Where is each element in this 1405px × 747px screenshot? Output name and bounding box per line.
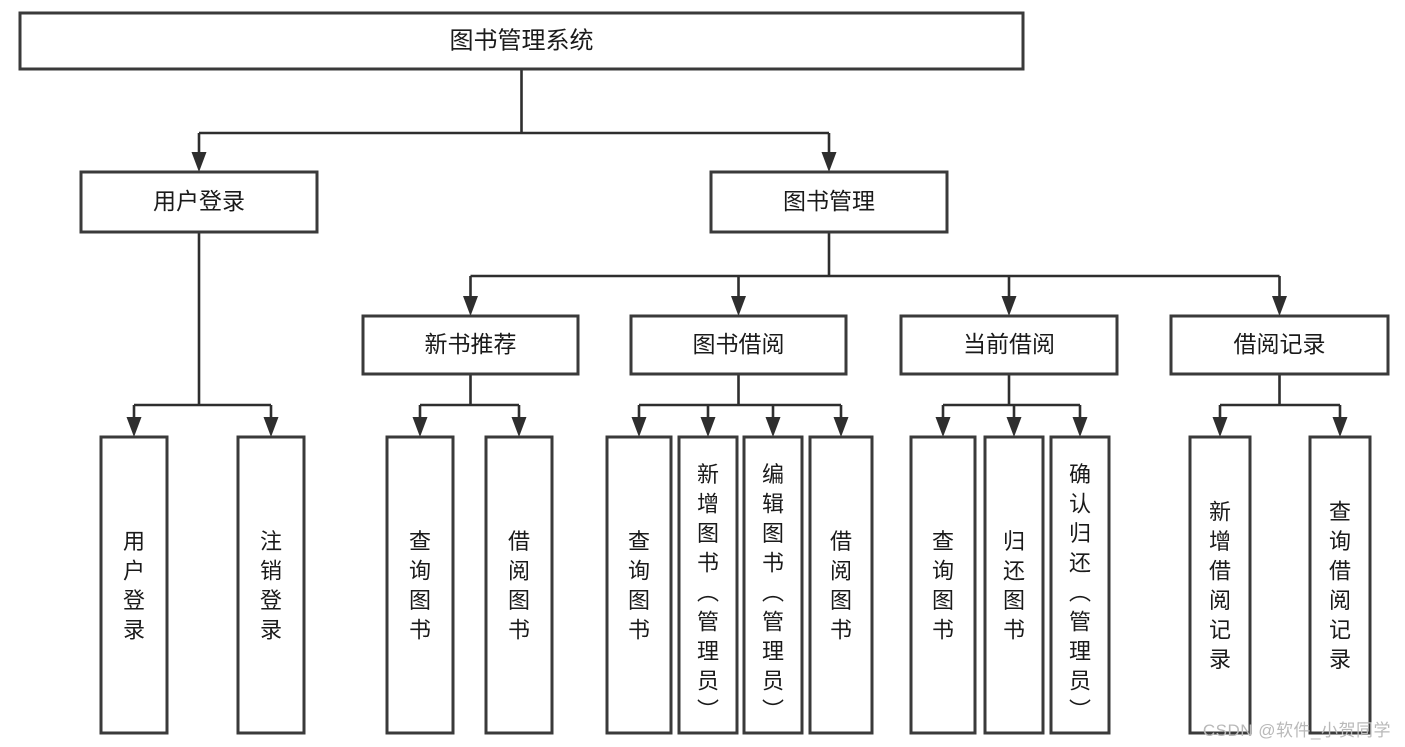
node-box-leaf-return-book[interactable] [983, 435, 1045, 735]
leaf-label-leaf-confirm-return: 确认归还︵管理员︶ [1069, 462, 1091, 723]
node-box-leaf-borrow-book[interactable] [808, 435, 874, 735]
node-leaf-query-book-current [909, 435, 977, 735]
node-label-book-borrow: 图书借阅 [693, 331, 785, 357]
leaf-label-leaf-query-book-current: 查询图书 [932, 529, 954, 643]
node-box-current-borrow[interactable] [899, 314, 1119, 376]
leaf-label-leaf-borrow-book: 借阅图书 [830, 529, 852, 643]
node-box-leaf-query-book-current[interactable] [909, 435, 977, 735]
node-leaf-logout [236, 435, 306, 735]
node-box-leaf-add-book[interactable] [677, 435, 739, 735]
node-box-borrow-record[interactable] [1169, 314, 1390, 376]
node-leaf-return-book [983, 435, 1045, 735]
leaf-label-leaf-return-book: 归还图书 [1003, 529, 1025, 643]
arrow-leaf-query-borrow-record [1332, 417, 1348, 437]
node-book-management [709, 170, 949, 234]
arrow-leaf-return-book [1006, 417, 1022, 437]
node-box-leaf-user-login[interactable] [99, 435, 169, 735]
node-box-leaf-add-borrow-record[interactable] [1188, 435, 1252, 735]
arrow-leaf-borrow-book-recommend [511, 417, 527, 437]
node-new-book-recommend [361, 314, 580, 376]
node-box-leaf-confirm-return[interactable] [1049, 435, 1111, 735]
node-book-borrow [629, 314, 848, 376]
node-label-current-borrow: 当前借阅 [963, 331, 1055, 357]
node-current-borrow [899, 314, 1119, 376]
arrow-user-login [191, 152, 207, 172]
node-leaf-borrow-book-recommend [484, 435, 554, 735]
arrow-leaf-borrow-book [833, 417, 849, 437]
arrow-book-borrow [731, 296, 746, 316]
node-borrow-record [1169, 314, 1390, 376]
leaf-label-leaf-add-book: 新增图书︵管理员︶ [697, 462, 719, 723]
leaf-label-leaf-add-borrow-record: 新增借阅记录 [1209, 500, 1231, 673]
arrow-new-book-recommend [463, 296, 478, 316]
node-leaf-edit-book [742, 435, 804, 735]
arrow-leaf-confirm-return [1072, 417, 1088, 437]
node-box-book-borrow[interactable] [629, 314, 848, 376]
node-label-book-management: 图书管理 [783, 188, 875, 214]
node-label-root: 图书管理系统 [450, 27, 594, 54]
node-leaf-add-book [677, 435, 739, 735]
node-user-login [79, 170, 319, 234]
arrow-book-management [821, 152, 837, 172]
node-box-leaf-query-book-borrow[interactable] [605, 435, 673, 735]
node-box-root[interactable] [18, 11, 1025, 71]
node-leaf-borrow-book [808, 435, 874, 735]
node-box-leaf-edit-book[interactable] [742, 435, 804, 735]
leaf-label-leaf-query-book-recommend: 查询图书 [409, 529, 431, 643]
arrow-leaf-query-book-current [935, 417, 951, 437]
leaf-label-leaf-query-borrow-record: 查询借阅记录 [1329, 500, 1351, 673]
node-box-leaf-query-book-recommend[interactable] [385, 435, 455, 735]
node-label-borrow-record: 借阅记录 [1234, 331, 1326, 357]
node-leaf-add-borrow-record [1188, 435, 1252, 735]
node-label-user-login: 用户登录 [153, 188, 245, 214]
arrow-borrow-record [1272, 296, 1287, 316]
node-leaf-user-login [99, 435, 169, 735]
arrow-leaf-user-login [126, 417, 142, 437]
arrow-leaf-query-book-recommend [412, 417, 428, 437]
csdn-watermark: CSDN @软件_小贺同学 [1202, 721, 1391, 740]
node-label-new-book-recommend: 新书推荐 [425, 331, 517, 357]
arrow-leaf-add-borrow-record [1212, 417, 1228, 437]
leaf-label-leaf-logout: 注销登录 [260, 529, 282, 643]
arrow-leaf-query-book-borrow [631, 417, 647, 437]
node-box-leaf-query-borrow-record[interactable] [1308, 435, 1372, 735]
leaf-label-leaf-edit-book: 编辑图书︵管理员︶ [762, 462, 784, 723]
node-leaf-query-book-recommend [385, 435, 455, 735]
node-leaf-query-borrow-record [1308, 435, 1372, 735]
node-box-new-book-recommend[interactable] [361, 314, 580, 376]
node-leaf-query-book-borrow [605, 435, 673, 735]
node-leaf-confirm-return [1049, 435, 1111, 735]
leaf-label-leaf-user-login: 用户登录 [123, 529, 145, 643]
arrow-current-borrow [1001, 296, 1017, 316]
leaf-label-leaf-borrow-book-recommend: 借阅图书 [508, 529, 530, 643]
arrow-leaf-edit-book [765, 417, 781, 437]
node-box-user-login[interactable] [79, 170, 319, 234]
node-root [18, 11, 1025, 71]
node-box-leaf-borrow-book-recommend[interactable] [484, 435, 554, 735]
arrow-leaf-add-book [700, 417, 716, 437]
arrow-leaf-logout [263, 417, 279, 437]
node-box-leaf-logout[interactable] [236, 435, 306, 735]
node-box-book-management[interactable] [709, 170, 949, 234]
leaf-label-leaf-query-book-borrow: 查询图书 [628, 529, 650, 643]
